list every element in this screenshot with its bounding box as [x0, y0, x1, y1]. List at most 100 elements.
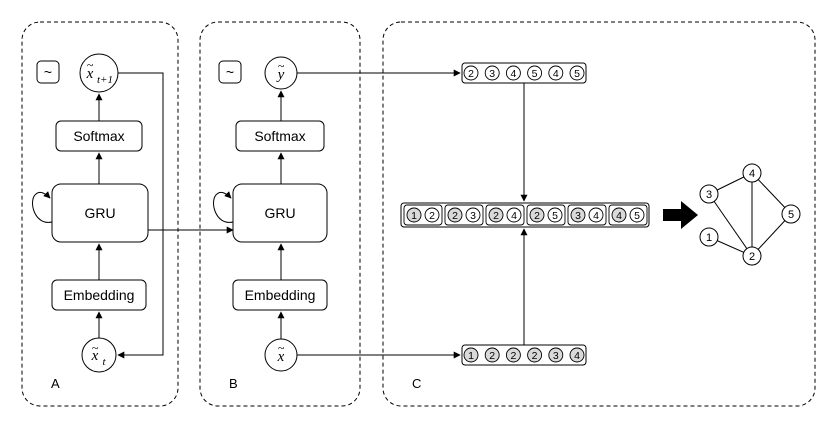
bottom-seq-node-2-circle [484, 347, 500, 363]
edge-pair-1-src-label: 1 [411, 210, 417, 222]
edge-pair-2-src-label: 2 [452, 210, 458, 222]
edge-pair-1-dst-label: 2 [429, 210, 435, 222]
edge-pair-3-src-label: 2 [493, 210, 499, 222]
top-seq-node-6-label: 5 [574, 68, 580, 80]
graph-node-5 [781, 204, 801, 224]
edge-pair-3-dst-label: 4 [511, 210, 517, 222]
edge-pair-2-dst-circle [465, 207, 481, 223]
edge-pair-1-dst-circle [424, 207, 440, 223]
top-seq-node-1-circle [463, 65, 479, 81]
panel-a-input-var: x [91, 348, 99, 364]
panel-c-frame [382, 21, 816, 407]
edge-pair-5-src-label: 3 [575, 210, 581, 222]
panel-b-softmax-label: Softmax [254, 128, 305, 144]
top-sequence-container [461, 62, 587, 84]
panel-a-output-sub: t+1 [97, 74, 113, 86]
top-seq-node-6-circle [569, 65, 585, 81]
graph-node-5-label: 5 [788, 209, 794, 221]
bottom-seq-node-5-circle [548, 347, 564, 363]
bottom-seq-node-3-circle [505, 347, 521, 363]
panel-b-softmax-block [235, 120, 325, 152]
top-seq-node-2-label: 3 [489, 68, 495, 80]
bottom-seq-node-4-label: 2 [532, 350, 538, 362]
panel-b-gru-block [232, 183, 328, 243]
panel-a-gru-label: GRU [84, 205, 115, 221]
bottom-seq-node-6-circle [569, 347, 585, 363]
panel-a-arrows [32, 72, 234, 359]
panel-b-output-tilde: ~ [278, 59, 285, 73]
edge-pair-6-src-circle [611, 207, 627, 223]
graph-node-4-label: 4 [749, 168, 755, 180]
graph-edge-2-3 [708, 193, 753, 257]
top-seq-node-3-circle [505, 65, 521, 81]
edge-pair-2-dst-label: 3 [470, 210, 476, 222]
top-seq-node-5-label: 4 [553, 68, 559, 80]
top-seq-node-5-circle [548, 65, 564, 81]
panel-b-output-var: y [276, 67, 285, 83]
output-graph: 1 2 3 4 5 [699, 163, 801, 266]
top-seq-node-4-circle [527, 65, 543, 81]
panel-a-embedding-label: Embedding [64, 287, 135, 303]
bottom-sequence-container [461, 344, 587, 366]
panel-a-sample-symbol: ~ [44, 64, 52, 80]
panel-a-input-node [81, 337, 117, 373]
panel-a-softmax-label: Softmax [73, 128, 124, 144]
panel-a-output-var: x [86, 66, 94, 82]
panel-b-gru-label: GRU [264, 205, 295, 221]
bottom-seq-node-6-label: 4 [574, 350, 580, 362]
top-seq-node-2-circle [484, 65, 500, 81]
edge-pair-3-src-circle [488, 207, 504, 223]
panel-a-sample-box [36, 60, 60, 84]
top-sequence: 2 3 4 5 4 5 [463, 65, 585, 81]
panel-a-input-tilde: ~ [92, 341, 99, 355]
bottom-seq-node-3-label: 2 [510, 350, 516, 362]
bottom-seq-node-5-label: 3 [553, 350, 559, 362]
edge-pair-2-src-circle [447, 207, 463, 223]
edge-pair-4-dst-circle [547, 207, 563, 223]
edge-pair-6-dst-circle [629, 207, 645, 223]
panel-b-sample-symbol: ~ [226, 64, 234, 80]
graph-node-2-label: 2 [749, 251, 755, 263]
edge-pair-4-src-label: 2 [534, 210, 540, 222]
panel-a-input-sub: t [102, 356, 106, 368]
edge-pair-5-dst-label: 4 [593, 210, 599, 222]
edge-pair-6-src-label: 4 [616, 210, 622, 222]
bottom-seq-node-1-label: 1 [468, 350, 474, 362]
bottom-seq-node-4-circle [527, 347, 543, 363]
edge-pair-4-src-circle [529, 207, 545, 223]
edge-pair-5-src-circle [570, 207, 586, 223]
edge-pair-5-dst-circle [588, 207, 604, 223]
top-seq-node-1-label: 2 [468, 68, 474, 80]
panel-a-frame [21, 21, 179, 407]
panel-c-label: C [412, 376, 421, 391]
graph-node-1 [699, 227, 719, 247]
panel-a-label: A [51, 376, 60, 391]
panel-b-embedding-label: Embedding [245, 287, 316, 303]
top-seq-node-4-label: 5 [532, 68, 538, 80]
graph-node-3-label: 3 [706, 189, 712, 201]
panel-b-input-tilde: ~ [278, 341, 285, 355]
graph-node-2 [742, 246, 762, 266]
panel-b-sample-box [218, 60, 242, 84]
panel-b-arrows [213, 69, 461, 359]
panel-b-embedding-block [232, 279, 328, 311]
graph-edge-2-5 [751, 213, 792, 257]
edge-pair-6-dst-label: 5 [634, 210, 640, 222]
big-arrow [663, 201, 698, 229]
panel-a-output-tilde: ~ [87, 58, 94, 72]
graph-node-1-label: 1 [706, 232, 712, 244]
top-seq-node-3-label: 4 [510, 68, 516, 80]
bottom-seq-node-2-label: 2 [489, 350, 495, 362]
panel-a-gru-block [51, 183, 149, 243]
bottom-seq-node-1-circle [463, 347, 479, 363]
bottom-sequence: 1 2 2 2 3 4 [463, 347, 585, 363]
panel-b-frame [199, 21, 361, 407]
edge-pair-4-dst-label: 5 [552, 210, 558, 222]
panel-b-input-var: x [277, 349, 285, 365]
graph-node-3 [699, 184, 719, 204]
graph-node-4 [742, 163, 762, 183]
panel-b-label: B [229, 376, 238, 391]
edge-pair-1-src-circle [406, 207, 422, 223]
